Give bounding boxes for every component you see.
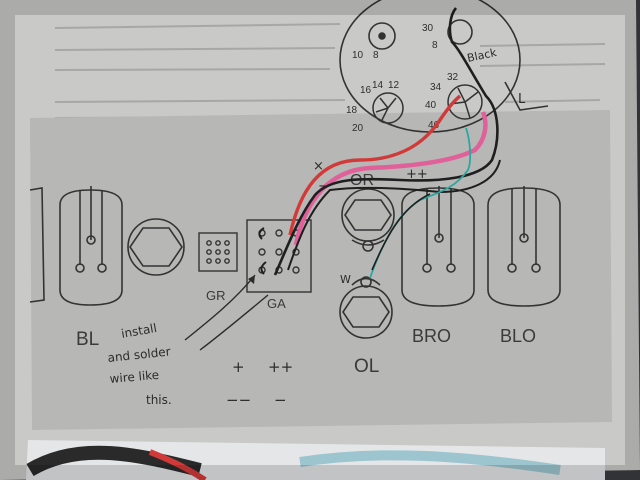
upper-dial-number: 8 bbox=[373, 50, 379, 61]
bro-potentiometer bbox=[401, 186, 475, 307]
red-wire bbox=[288, 94, 462, 236]
right-dial bbox=[447, 84, 483, 120]
bottom-minusminus-mark: −− bbox=[226, 391, 251, 409]
note-arrowhead bbox=[248, 275, 255, 284]
note-arrow-2 bbox=[199, 294, 269, 351]
right-dial-number: 40 bbox=[425, 100, 437, 111]
pink-wire bbox=[293, 111, 488, 246]
upper-dial-number: 10 bbox=[352, 50, 364, 61]
bl-potentiometer bbox=[59, 186, 123, 306]
ol-jack bbox=[339, 276, 393, 339]
hex-nut bbox=[127, 218, 185, 276]
note-line: wire like bbox=[109, 368, 160, 386]
left-dial-number: 12 bbox=[388, 80, 400, 91]
gr-label: GR bbox=[206, 288, 226, 303]
note-line: this. bbox=[146, 393, 172, 407]
solder-hook bbox=[260, 261, 267, 275]
left-dial bbox=[372, 92, 404, 124]
left-dial-number: 16 bbox=[360, 85, 372, 96]
bottom-plusplus-mark: ++ bbox=[268, 358, 293, 376]
black-wire bbox=[273, 7, 499, 276]
upper-dial-number: 8 bbox=[432, 40, 438, 51]
note-line: and solder bbox=[107, 344, 171, 365]
left-dial-number: 20 bbox=[352, 123, 364, 134]
black-wire-2 bbox=[287, 159, 501, 271]
left-dial-number: 14 bbox=[372, 80, 384, 91]
or-plus-mark: ++ bbox=[406, 167, 428, 182]
bl-label: BL bbox=[76, 329, 99, 350]
right-dial-number: 46 bbox=[428, 120, 440, 131]
or-x-mark: × bbox=[313, 159, 324, 174]
bro-label: BRO bbox=[412, 326, 451, 346]
or-jack bbox=[341, 188, 395, 252]
solder-hook bbox=[258, 227, 265, 240]
bottom-minus-mark: − bbox=[274, 391, 287, 409]
black-wire-3 bbox=[371, 193, 431, 271]
blo-label: BLO bbox=[500, 326, 536, 346]
bottom-plus-mark: + bbox=[232, 358, 245, 376]
ol-label: OL bbox=[354, 356, 379, 377]
right-dial-number: 34 bbox=[430, 82, 442, 93]
left-edge-component bbox=[29, 187, 45, 303]
ga-label: GA bbox=[267, 296, 286, 311]
gr-switch bbox=[198, 232, 238, 272]
blo-potentiometer bbox=[487, 186, 561, 307]
lower-photo-blue-wire bbox=[299, 450, 561, 475]
black-label: Black bbox=[466, 46, 498, 65]
note-arrow bbox=[184, 274, 256, 341]
left-dial-number: 18 bbox=[346, 105, 358, 116]
upper-dial-number: 30 bbox=[422, 23, 434, 34]
w-label: W bbox=[340, 273, 351, 286]
lower-photo-red-wire bbox=[148, 449, 207, 480]
l-label: L bbox=[518, 92, 526, 107]
or-minus-mark: − bbox=[318, 179, 329, 194]
note-line: install bbox=[120, 321, 158, 341]
right-dial-number: 32 bbox=[447, 72, 459, 83]
l-terminal-lug bbox=[504, 81, 549, 111]
